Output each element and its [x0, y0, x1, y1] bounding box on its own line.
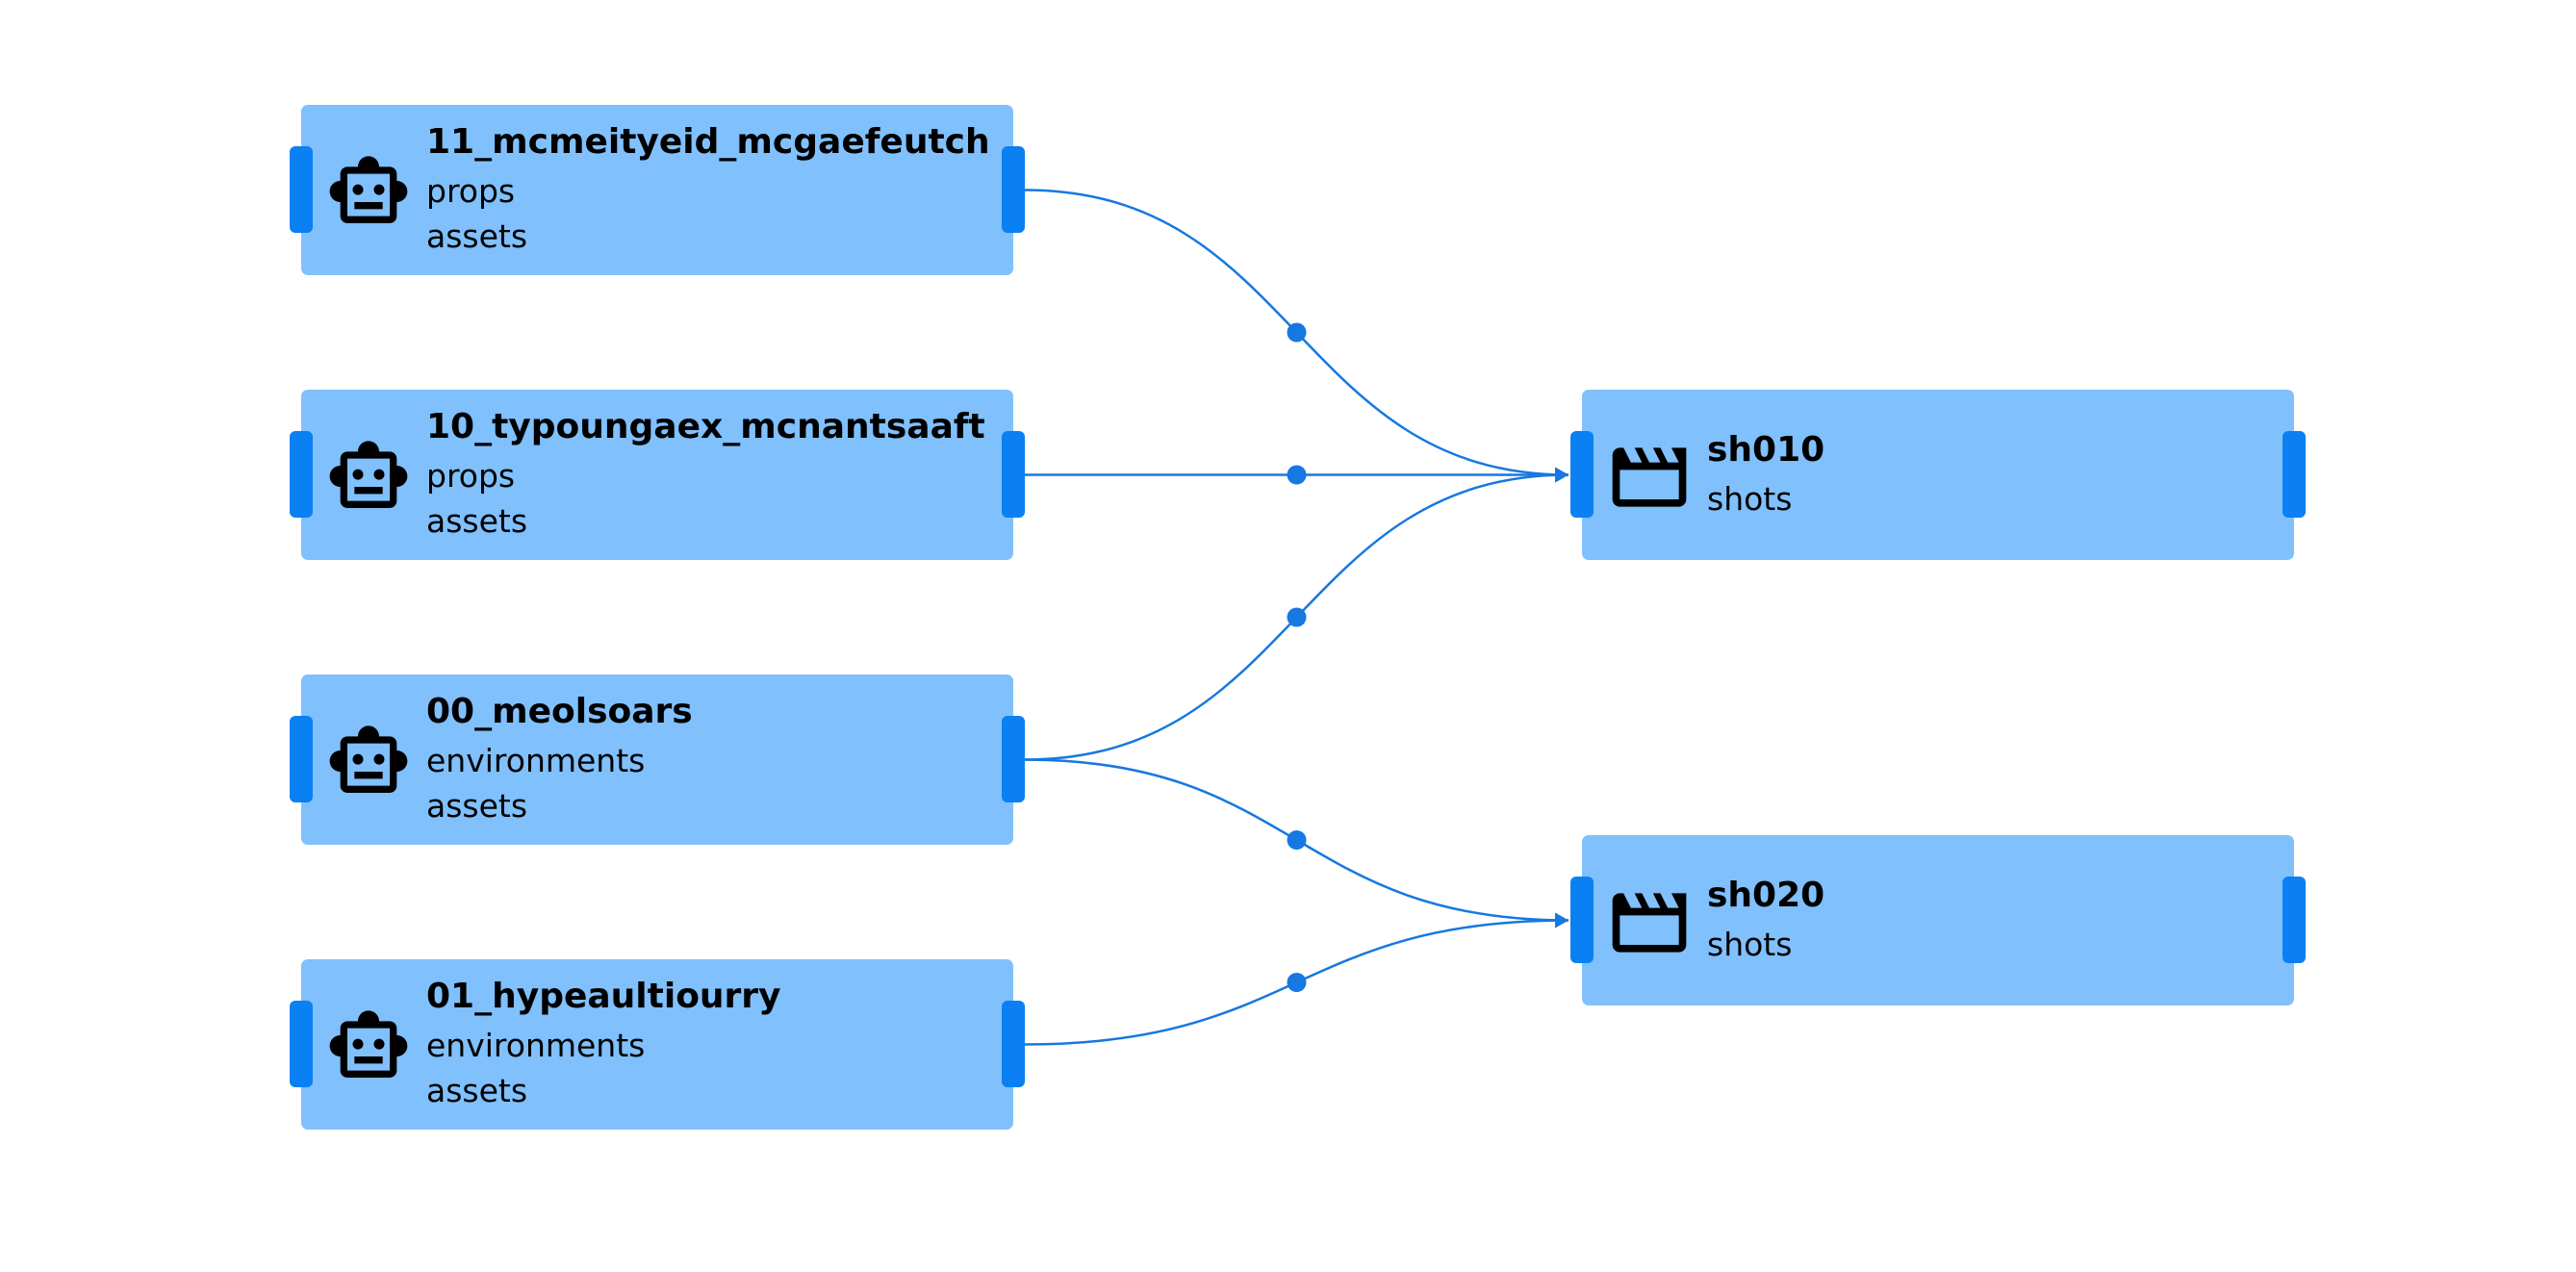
input-handle[interactable]: [1570, 877, 1594, 963]
edge-midpoint-n4-s2[interactable]: [1287, 973, 1307, 992]
output-handle[interactable]: [1002, 1001, 1025, 1087]
node-type: environments: [426, 742, 646, 779]
node-10-typoungaex-mcnantsaaft[interactable]: 10_typoungaex_mcnantsaaft props assets: [290, 390, 1025, 560]
node-type: props: [426, 172, 516, 210]
output-handle[interactable]: [1002, 431, 1025, 518]
edge-midpoint-n3-s2[interactable]: [1287, 830, 1307, 850]
node-title: 10_typoungaex_mcnantsaaft: [426, 407, 985, 446]
node-category: assets: [426, 502, 528, 540]
input-handle[interactable]: [1570, 431, 1594, 518]
edge-arrowhead-n4-s2: [1555, 912, 1569, 929]
node-type: shots: [1707, 480, 1793, 518]
clapperboard-icon: [1612, 893, 1687, 953]
node-sh010[interactable]: sh010 shots: [1570, 390, 2306, 560]
node-title: sh020: [1707, 876, 1825, 915]
robot-icon: [329, 725, 408, 793]
node-title: sh010: [1707, 430, 1825, 470]
robot-icon: [329, 156, 408, 223]
input-handle[interactable]: [290, 716, 313, 802]
node-category: assets: [426, 787, 528, 825]
node-type: shots: [1707, 926, 1793, 963]
edge-arrowhead-n3-s1: [1555, 467, 1569, 483]
node-type: environments: [426, 1027, 646, 1064]
node-sh020[interactable]: sh020 shots: [1570, 835, 2306, 1005]
node-title: 01_hypeaultiourry: [426, 977, 781, 1016]
input-handle[interactable]: [290, 146, 313, 233]
edge-midpoint-n1-s1[interactable]: [1287, 322, 1307, 343]
output-handle[interactable]: [1002, 716, 1025, 802]
edge-midpoint-n3-s1[interactable]: [1287, 607, 1307, 627]
node-01-hypeaultiourry[interactable]: 01_hypeaultiourry environments assets: [290, 959, 1025, 1130]
input-handle[interactable]: [290, 1001, 313, 1087]
output-handle[interactable]: [2283, 431, 2306, 518]
node-11-mcmeityeid-mcgaefeutch[interactable]: 11_mcmeityeid_mcgaefeutch props assets: [290, 105, 1025, 275]
node-title: 11_mcmeityeid_mcgaefeutch: [426, 122, 990, 162]
output-handle[interactable]: [1002, 146, 1025, 233]
node-type: props: [426, 457, 516, 495]
clapperboard-icon: [1612, 447, 1687, 507]
robot-icon: [329, 441, 408, 508]
node-00-meolsoars[interactable]: 00_meolsoars environments assets: [290, 674, 1025, 845]
node-category: assets: [426, 1072, 528, 1109]
node-title: 00_meolsoars: [426, 692, 693, 731]
output-handle[interactable]: [2283, 877, 2306, 963]
edge-midpoint-n2-s1[interactable]: [1287, 465, 1307, 485]
input-handle[interactable]: [290, 431, 313, 518]
node-category: assets: [426, 217, 528, 255]
robot-icon: [329, 1010, 408, 1078]
